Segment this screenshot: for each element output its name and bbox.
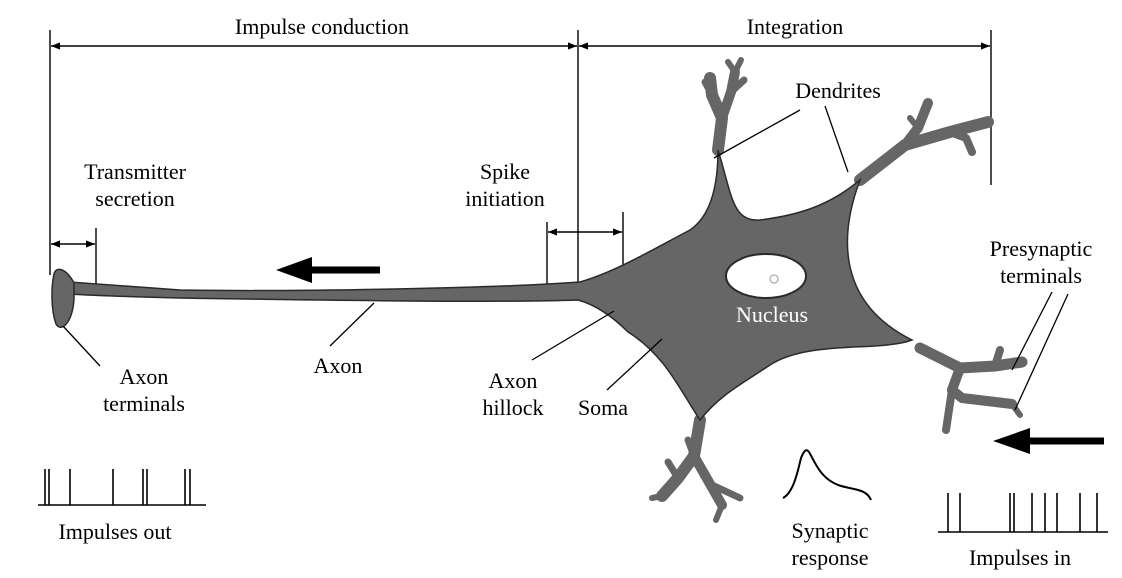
synaptic-response-label: Synaptic response: [770, 517, 890, 571]
transmitter-secretion-label: Transmitter secretion: [55, 158, 215, 212]
transmitter-secretion-line-2: secretion: [95, 186, 175, 211]
synaptic-response-line-1: Synaptic: [791, 518, 869, 543]
axon-terminals-line-1: Axon: [119, 364, 169, 389]
axon-hillock-leader: [531, 310, 615, 361]
axon-label: Axon: [313, 353, 363, 378]
leader-lines: [62, 105, 1069, 411]
presynaptic-leader-2: [1014, 293, 1069, 411]
axon-hillock-label: Axon hillock: [458, 367, 568, 421]
impulses-in-label: Impulses in: [968, 545, 1072, 570]
presynaptic-terminals-label: Presynaptic terminals: [966, 235, 1116, 289]
transmitter-secretion-line-1: Transmitter: [84, 159, 186, 184]
soma-and-axon-shape: [69, 149, 914, 422]
impulse-conduction-label: Impulse conduction: [234, 14, 410, 39]
direction-arrows: [276, 257, 1104, 454]
synaptic-response-curve: [782, 449, 872, 501]
spike-initiation-line-1: Spike: [479, 159, 531, 184]
axon-leader: [329, 302, 375, 347]
soma-leader: [606, 338, 663, 391]
neuron: [51, 57, 1028, 523]
axon-terminal-knob: [51, 268, 75, 328]
impulses-out-train: [38, 469, 206, 506]
presynaptic-leader-1: [1011, 291, 1053, 371]
dendrite-branches: [649, 57, 1028, 523]
spike-initiation-line-2: initiation: [465, 186, 545, 211]
soma-label: Soma: [577, 395, 629, 420]
axon-terminals-leader: [62, 325, 101, 367]
axon-terminals-line-2: terminals: [103, 391, 185, 416]
axon-hillock-line-1: Axon: [488, 368, 538, 393]
nucleus: [725, 253, 807, 299]
nucleolus: [769, 274, 779, 284]
synaptic-response-line-2: response: [791, 545, 869, 570]
impulses-in-train: [938, 493, 1108, 533]
incoming-direction-arrow: [993, 428, 1104, 454]
span-brackets: [49, 30, 992, 288]
outgoing-direction-arrow: [276, 257, 380, 283]
nucleus-label: Nucleus: [735, 302, 809, 327]
impulses-out-label: Impulses out: [58, 519, 172, 544]
presynaptic-terminals-line-2: terminals: [1000, 263, 1082, 288]
axon-hillock-line-2: hillock: [482, 395, 544, 420]
dendrites-leader-1: [713, 109, 801, 159]
dendrites-label: Dendrites: [795, 78, 881, 103]
axon-terminals-label: Axon terminals: [84, 363, 204, 417]
spike-initiation-label: Spike initiation: [445, 158, 565, 212]
dendrites-leader-2: [824, 105, 849, 173]
presynaptic-terminals-line-1: Presynaptic: [989, 236, 1093, 261]
integration-label: Integration: [746, 14, 844, 39]
